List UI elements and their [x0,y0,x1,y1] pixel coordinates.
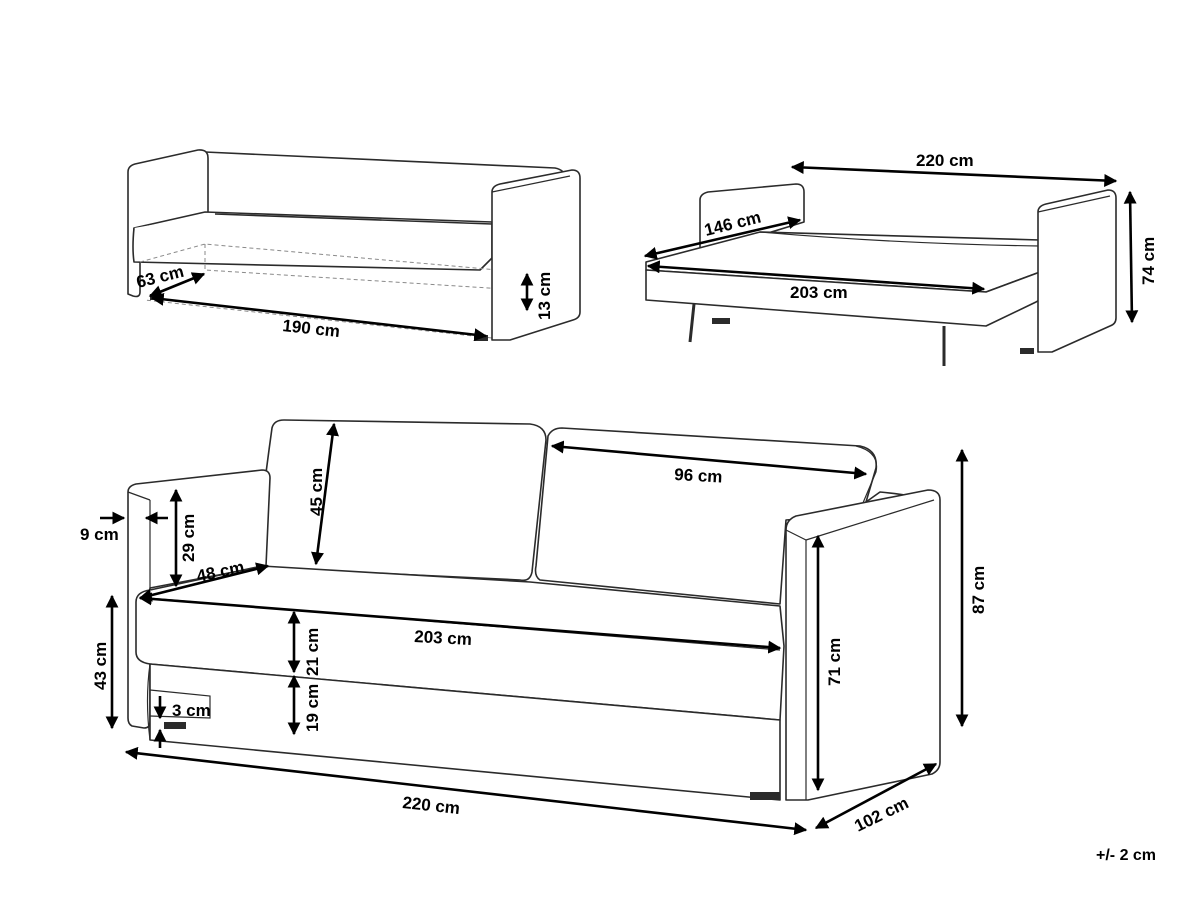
top-left-length-label: 190 cm [282,316,341,341]
top-left-sofa-view [127,149,581,341]
top-left-depth-label: 63 cm [134,262,185,292]
seat-thickness-label: 21 cm [303,628,322,676]
leg-height-label: 3 cm [172,701,211,720]
arm-total-height-label: 71 cm [825,638,844,686]
top-right-bed-length-label: 203 cm [790,283,848,302]
seat-width-label: 203 cm [414,627,473,649]
cushion-height-label: 45 cm [307,468,326,516]
total-depth-label: 102 cm [851,793,911,835]
seat-height-label: 43 cm [91,642,110,690]
tolerance-note: +/- 2 cm [1096,847,1156,864]
total-height-label: 87 cm [969,566,988,614]
total-width-label: 220 cm [402,793,461,818]
base-height-label: 19 cm [303,684,322,732]
cushion-width-label: 96 cm [674,465,723,486]
top-right-height-label: 74 cm [1139,237,1158,285]
arm-height-label: 29 cm [179,514,198,562]
top-left-height-label: 13 cm [535,272,554,320]
top-right-bed-view [645,183,1117,366]
top-right-width-label: 220 cm [916,151,974,170]
arm-width-label: 9 cm [80,525,119,544]
